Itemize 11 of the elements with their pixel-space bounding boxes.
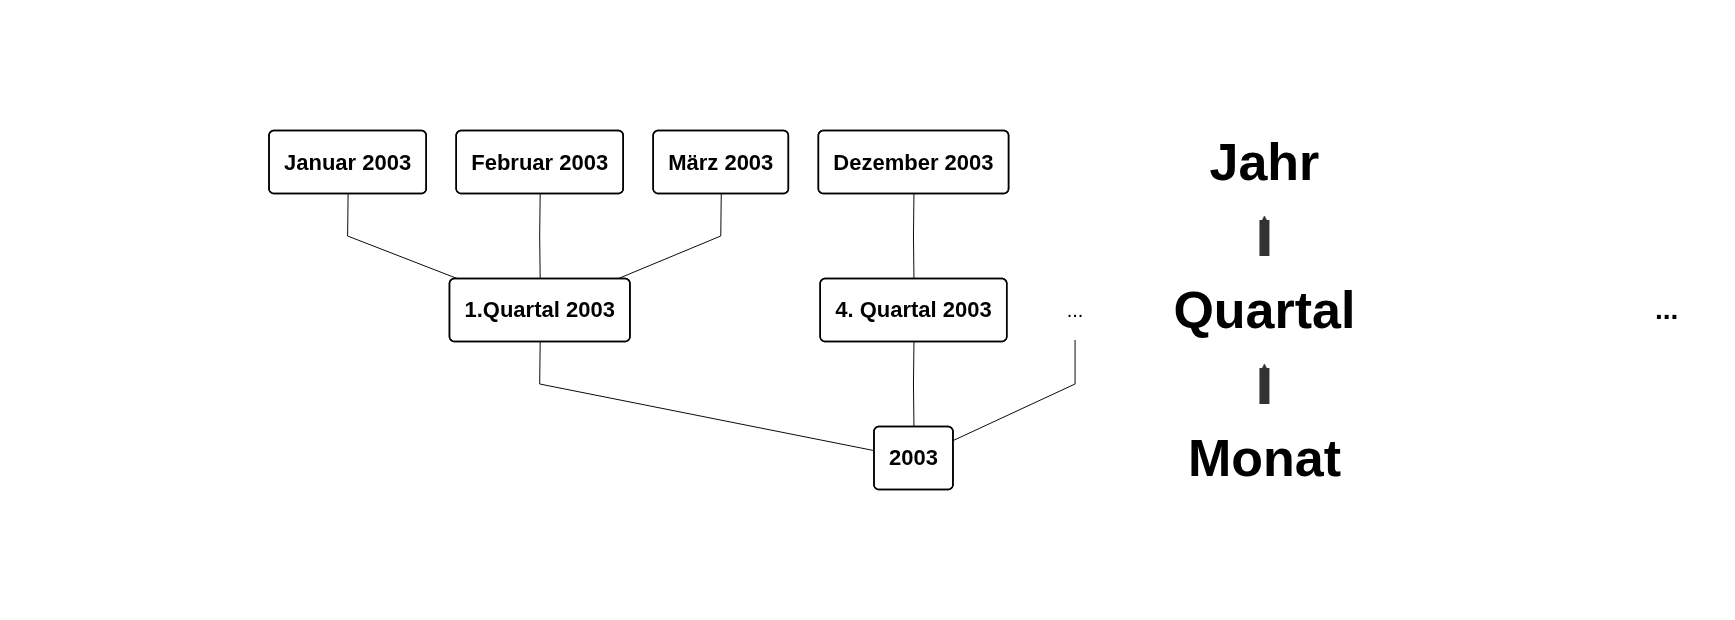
connector	[913, 193, 915, 280]
connector	[913, 341, 915, 428]
node-text: Jahr	[1209, 133, 1320, 191]
node-text: Monat	[1188, 429, 1342, 487]
node-text: ...	[1067, 299, 1084, 321]
arrow	[1259, 363, 1270, 404]
connector	[539, 193, 541, 280]
ellipsis-text: ...	[1655, 294, 1680, 326]
arrow	[1259, 215, 1270, 256]
connector	[953, 339, 1076, 441]
node-text: Quartal	[1173, 281, 1356, 339]
